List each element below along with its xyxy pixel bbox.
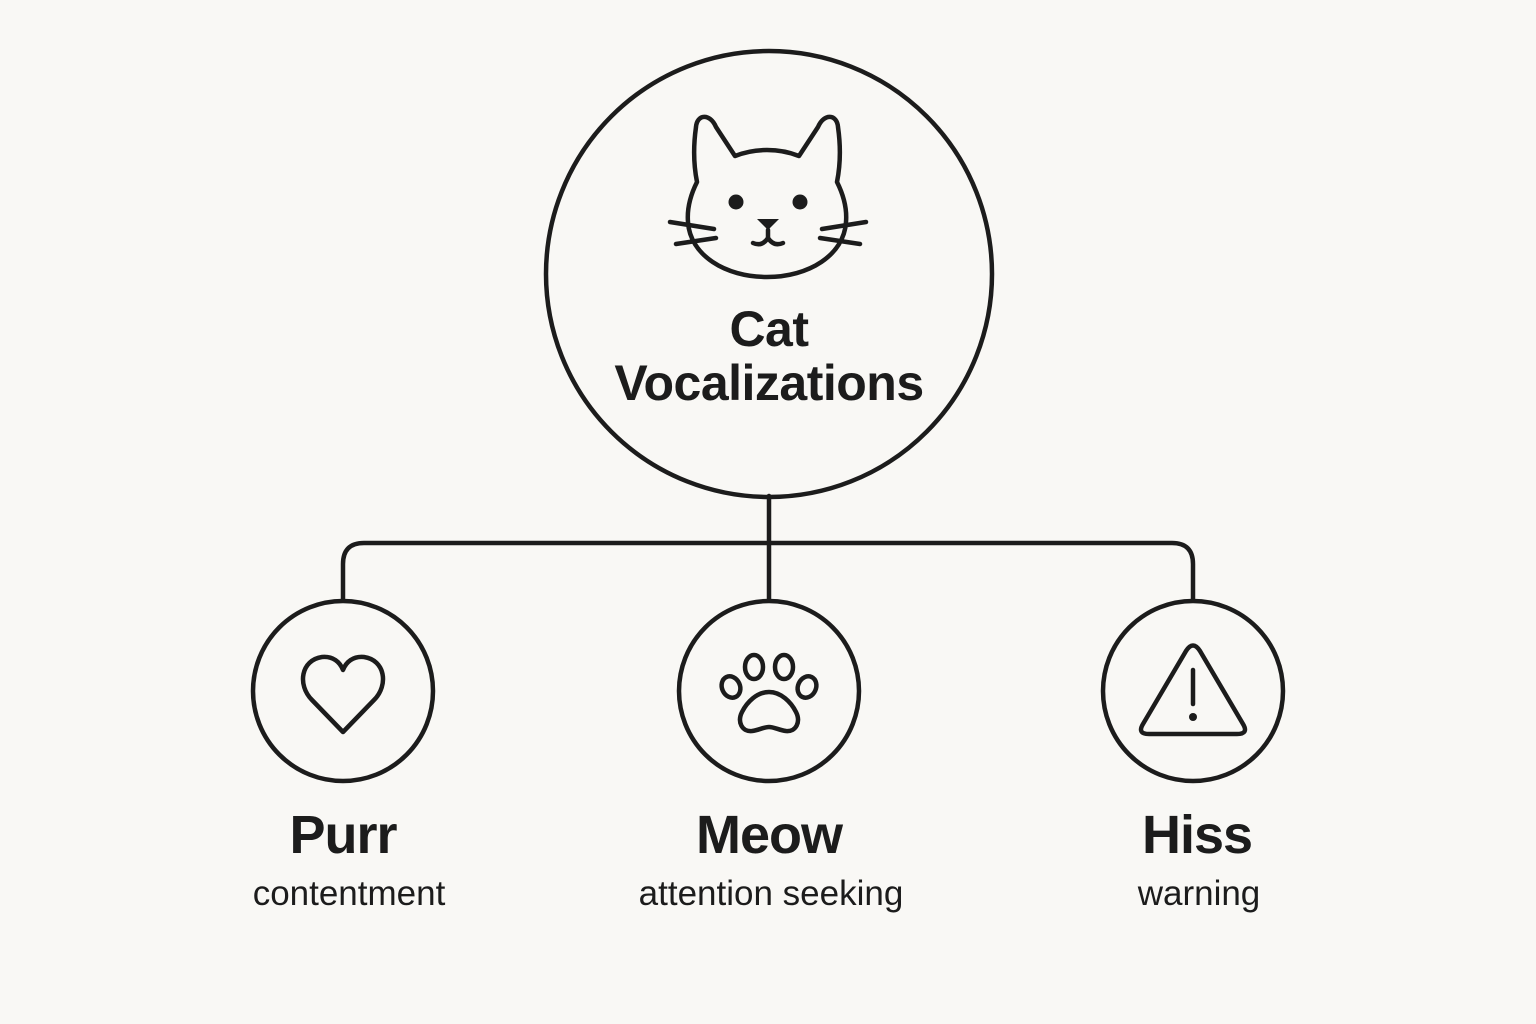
hiss-title: Hiss bbox=[1141, 805, 1253, 865]
branch-bar-line bbox=[340, 540, 1196, 603]
purr-title: Purr bbox=[289, 805, 397, 865]
root-node-circle bbox=[543, 48, 995, 500]
purr-node-circle bbox=[250, 598, 436, 784]
hiss-description: warning bbox=[1137, 874, 1261, 913]
meow-title: Meow bbox=[695, 805, 843, 865]
heart-icon bbox=[300, 654, 386, 735]
warning-triangle-icon bbox=[1138, 643, 1248, 737]
hiss-node-circle bbox=[1100, 598, 1286, 784]
meow-node-circle bbox=[676, 598, 862, 784]
root-node-title: Cat Vocalizations bbox=[569, 302, 969, 410]
root-title-line-2: Vocalizations bbox=[614, 355, 924, 411]
meow-description: attention seeking bbox=[638, 874, 904, 913]
root-title-line-1: Cat bbox=[729, 301, 809, 357]
cat-face-icon bbox=[667, 114, 869, 280]
paw-icon bbox=[719, 652, 819, 734]
connector-lines bbox=[340, 493, 1196, 603]
purr-description: contentment bbox=[252, 874, 446, 913]
